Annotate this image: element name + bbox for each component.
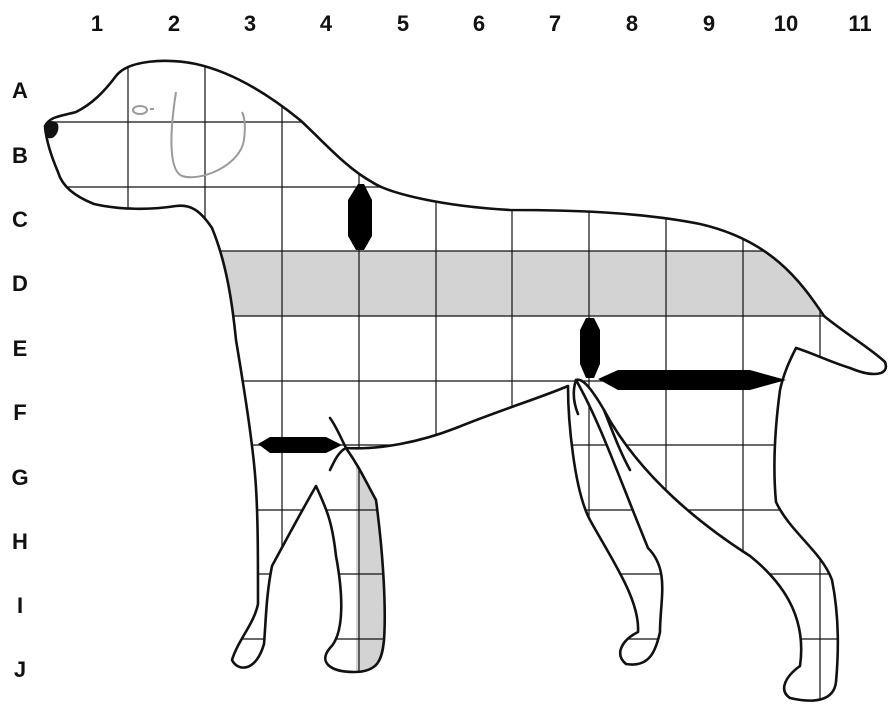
shaded-foreleg	[356, 448, 396, 678]
shaded-band-row-d	[220, 251, 860, 316]
marker-loin	[598, 370, 786, 390]
marker-chest	[258, 437, 342, 453]
marker-back	[580, 318, 600, 378]
